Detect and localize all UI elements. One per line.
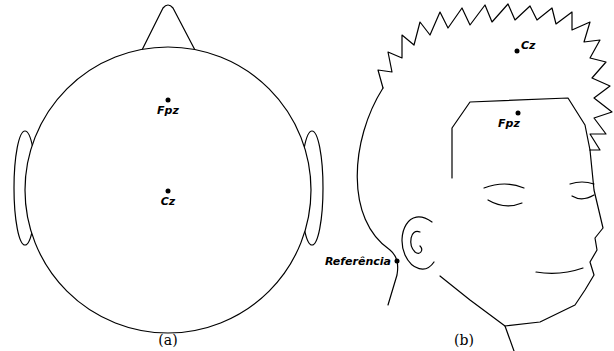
eye [572, 195, 594, 199]
electrode-dot [166, 189, 171, 194]
eyebrow [570, 182, 594, 184]
hairline [452, 98, 590, 178]
head-outline [25, 47, 311, 333]
mouth [536, 268, 583, 273]
hair [378, 4, 612, 150]
eyebrow [484, 184, 524, 188]
electrode-label: Cz [161, 195, 175, 208]
neck-front [505, 326, 514, 351]
face-outline [440, 150, 603, 326]
electrode-dot [515, 49, 520, 54]
ear [402, 217, 434, 269]
nose [141, 5, 196, 52]
reference-dot [395, 259, 400, 264]
eye [488, 200, 522, 206]
reference-label: Referência [325, 255, 391, 268]
ear-inner [411, 231, 422, 253]
electrode-label: Fpz [498, 117, 520, 130]
electrode-label: Fpz [157, 104, 179, 117]
back-of-head [357, 88, 397, 305]
subfigure-label: (a) [158, 332, 177, 348]
subfigure-label: (b) [454, 332, 474, 348]
electrode-dot [166, 98, 171, 103]
electrode-dot [516, 111, 521, 116]
electrode-label: Cz [521, 39, 535, 52]
